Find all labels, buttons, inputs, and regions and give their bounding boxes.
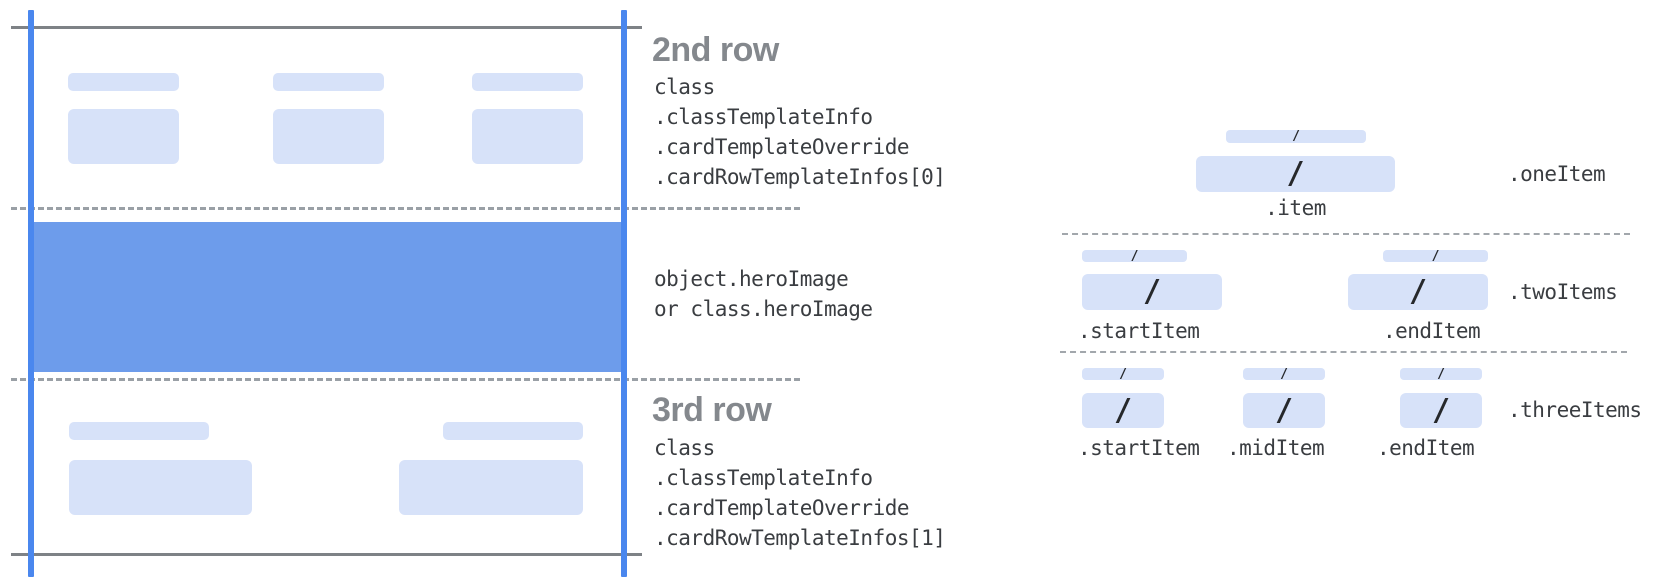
row2-col1-value-placeholder [68, 109, 179, 164]
hero-path-line-1: object.heroImage [654, 267, 849, 291]
row2-path-line-4: .cardRowTemplateInfos[0] [654, 165, 946, 189]
row2-path-line-2: .classTemplateInfo [654, 105, 873, 129]
hero-image-band [31, 222, 627, 372]
hero-path-line-2: or class.heroImage [654, 297, 873, 321]
slash-placeholder-icon: / [1408, 274, 1428, 309]
row3-start-label-placeholder [69, 422, 209, 440]
threeitems-startitem-label: .startItem [1078, 436, 1200, 460]
oneitem-twoitems-divider-dashed-line [1062, 233, 1630, 235]
row3-end-value-placeholder [399, 460, 583, 515]
slash-placeholder-icon: / [1286, 156, 1305, 191]
threeitems-startitem-label-bar: / [1082, 366, 1164, 382]
oneitem-item-label-bar: / [1226, 130, 1366, 143]
twoitems-enditem-label: .endItem [1383, 319, 1481, 343]
row3-path-line-1: class [654, 436, 715, 460]
row2-path-line-3: .cardTemplateOverride [654, 135, 910, 159]
twoitems-startitem-value-bar: / [1082, 274, 1222, 310]
slash-placeholder-icon: / [1119, 366, 1127, 382]
threeitems-enditem-value-bar: / [1400, 393, 1482, 428]
card-left-guide-line [28, 10, 34, 577]
slash-placeholder-icon: / [1280, 366, 1288, 382]
row3-annotation-path: class .classTemplateInfo .cardTemplateOv… [654, 433, 946, 553]
row2-path-line-1: class [654, 75, 715, 99]
row2-col2-label-placeholder [273, 73, 384, 91]
row2-col1-label-placeholder [68, 73, 179, 91]
card-right-guide-line [621, 10, 627, 577]
twoitems-enditem-label-bar: / [1383, 248, 1488, 264]
row2-col2-value-placeholder [273, 109, 384, 164]
threeitems-miditem-value-bar: / [1243, 393, 1325, 428]
row3-path-line-4: .cardRowTemplateInfos[1] [654, 526, 946, 550]
twoitems-section-label: .twoItems [1508, 280, 1618, 304]
row3-start-value-placeholder [69, 460, 252, 515]
hero-annotation: object.heroImage or class.heroImage [654, 264, 873, 324]
row2-col3-value-placeholder [472, 109, 583, 164]
threeitems-section-label: .threeItems [1508, 398, 1642, 422]
row3-path-line-3: .cardTemplateOverride [654, 496, 910, 520]
threeitems-miditem-label-bar: / [1243, 366, 1325, 382]
threeitems-startitem-value-bar: / [1082, 393, 1164, 428]
row2-hero-divider-dashed-line [11, 207, 800, 210]
slash-placeholder-icon: / [1274, 392, 1294, 428]
row2-annotation-title: 2nd row [652, 31, 779, 69]
oneitem-item-value-bar: / [1196, 156, 1395, 192]
threeitems-miditem-label: .midItem [1227, 436, 1325, 460]
slash-placeholder-icon: / [1431, 248, 1440, 264]
slash-placeholder-icon: / [1292, 129, 1300, 144]
row2-col3-label-placeholder [472, 73, 583, 91]
slash-placeholder-icon: / [1130, 248, 1139, 264]
slash-placeholder-icon: / [1437, 366, 1445, 382]
twoitems-startitem-label: .startItem [1078, 319, 1200, 343]
row3-path-line-2: .classTemplateInfo [654, 466, 873, 490]
row2-annotation-path: class .classTemplateInfo .cardTemplateOv… [654, 72, 946, 192]
twoitems-enditem-value-bar: / [1348, 274, 1488, 310]
card-top-edge-line [11, 26, 642, 29]
slash-placeholder-icon: / [1142, 274, 1162, 309]
slash-placeholder-icon: / [1431, 392, 1451, 428]
card-bottom-edge-line [11, 553, 642, 556]
row3-end-label-placeholder [443, 422, 583, 440]
twoitems-startitem-label-bar: / [1082, 248, 1187, 264]
row3-annotation-title: 3rd row [652, 391, 772, 429]
slash-placeholder-icon: / [1113, 392, 1133, 428]
threeitems-enditem-label: .endItem [1377, 436, 1475, 460]
threeitems-enditem-label-bar: / [1400, 366, 1482, 382]
oneitem-item-label: .item [1265, 196, 1326, 220]
twoitems-threeitems-divider-dashed-line [1060, 351, 1627, 353]
oneitem-section-label: .oneItem [1508, 162, 1606, 186]
hero-row3-divider-dashed-line [11, 378, 800, 381]
